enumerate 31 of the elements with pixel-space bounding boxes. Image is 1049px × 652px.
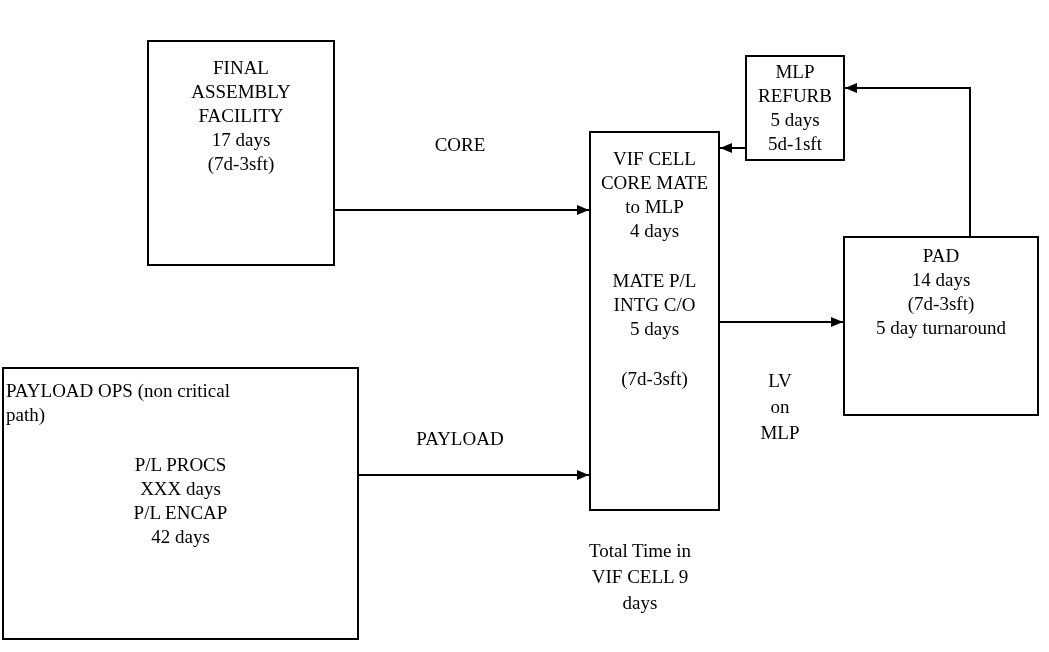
- process-box: [843, 236, 1039, 416]
- box-text: 17 days: [211, 128, 271, 152]
- box-text: MATE P/L INTG C/O: [611, 269, 698, 317]
- box-text: XXX days: [140, 477, 221, 501]
- box-text: P/L ENCAP: [133, 501, 228, 525]
- arrow: [334, 205, 590, 215]
- box-text: MLP REFURB: [757, 60, 833, 108]
- box-text: (7d-3sft): [207, 152, 275, 176]
- box-text: VIF CELL CORE MATE to MLP: [599, 147, 710, 219]
- box-text: 4 days: [629, 219, 680, 243]
- box-text: P/L PROCS: [134, 453, 227, 477]
- box-text: PAYLOAD OPS (non critical path): [6, 379, 231, 427]
- process-box: [589, 131, 720, 511]
- process-box: [745, 55, 845, 161]
- box-text: 5d-1sft: [768, 132, 822, 156]
- box-text: (7d-3sft): [907, 292, 975, 316]
- box-text: 5 days: [770, 108, 820, 132]
- arrow: [358, 470, 590, 480]
- box-text: 42 days: [151, 525, 210, 549]
- box-text: 5 day turnaround: [876, 316, 1006, 340]
- box-text: PAD: [922, 244, 960, 268]
- process-box: [2, 367, 359, 640]
- process-box: [147, 40, 335, 266]
- arrow: [719, 143, 746, 153]
- box-text: 5 days: [629, 317, 680, 341]
- arrow: [719, 317, 844, 327]
- box-text: 14 days: [911, 268, 971, 292]
- note-text: Total Time in VIF CELL 9 days: [587, 539, 693, 615]
- arrow: [844, 83, 971, 237]
- box-text: (7d-3sft): [621, 367, 688, 391]
- box-text: FINAL ASSEMBLY FACILITY: [190, 56, 292, 128]
